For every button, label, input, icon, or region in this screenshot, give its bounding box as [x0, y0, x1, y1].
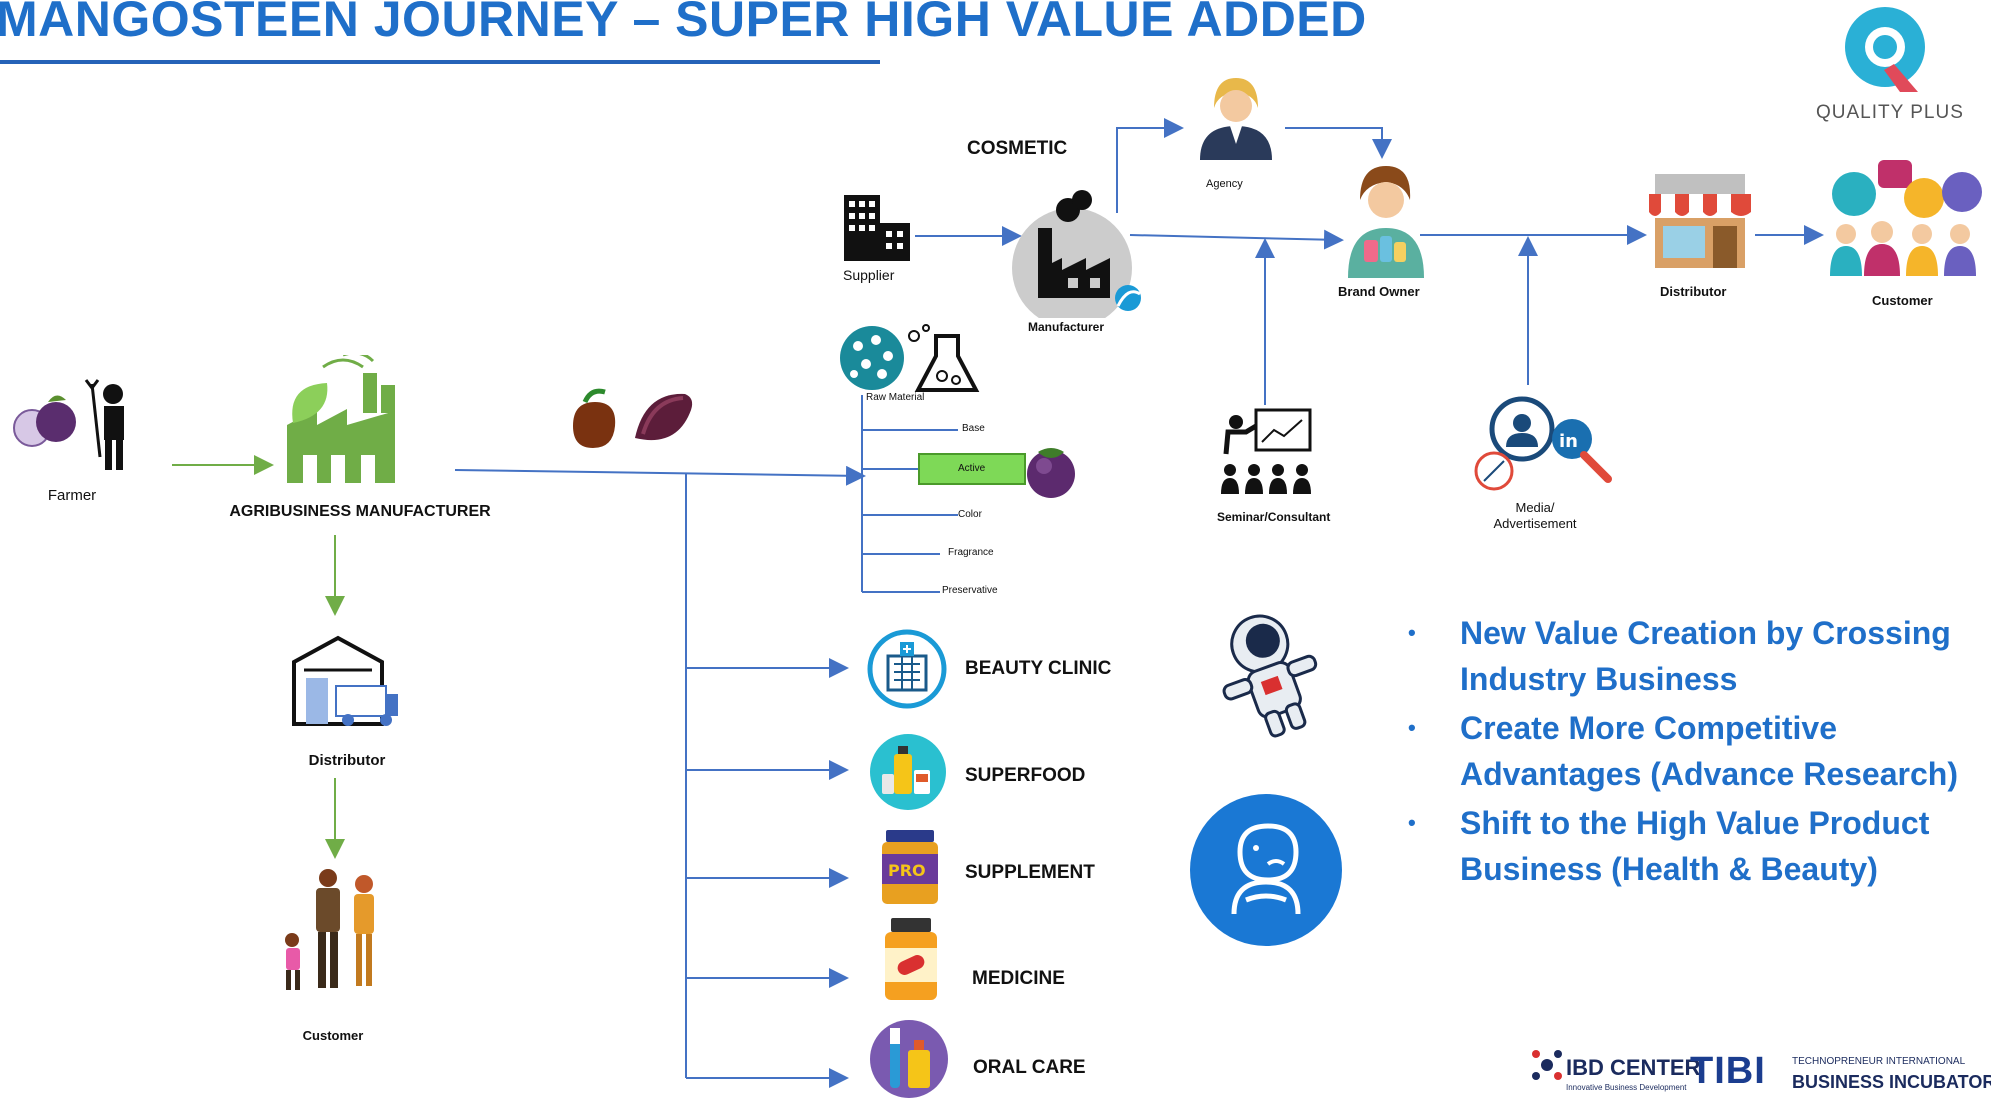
bullet-text: New Value Creation by Crossing Industry … — [1460, 615, 1951, 697]
bullet-item: •New Value Creation by Crossing Industry… — [1408, 615, 1951, 697]
category-oral-care: ORAL CARE — [973, 1057, 1086, 1078]
brand-owner-label: Brand Owner — [1338, 284, 1420, 299]
page-title: MANGOSTEEN JOURNEY – SUPER HIGH VALUE AD… — [0, 0, 1367, 47]
bullet-text: Create More Competitive Advantages (Adva… — [1460, 710, 1958, 792]
agent-person-icon — [1200, 78, 1272, 160]
buildings-icon — [844, 195, 910, 261]
molecule-flask-icon — [840, 324, 980, 392]
left-customer-label: Customer — [302, 1028, 364, 1043]
ibd-center-label: IBD CENTER — [1566, 1055, 1701, 1080]
media-label: Media/ Advertisement — [1493, 500, 1577, 531]
ibd-center-logo-icon — [1532, 1050, 1562, 1080]
bullet-item: •Shift to the High Value Product Busines… — [1408, 805, 1930, 887]
arrow-agri-to-raw — [454, 465, 866, 486]
raw-item-active: Active — [958, 463, 986, 474]
mangosteen-pieces-icon — [573, 388, 693, 448]
agency-label: Agency — [1206, 178, 1243, 190]
tibi-subtitle: TECHNOPRENEUR INTERNATIONAL — [1792, 1056, 1966, 1067]
cosmetic-heading: COSMETIC — [967, 138, 1068, 159]
raw-item-preservative: Preservative — [942, 585, 998, 596]
cosmetic-customer-label: Customer — [1872, 293, 1933, 308]
cosmetic-distributor-label: Distributor — [1660, 284, 1727, 299]
raw-item-active-highlight — [918, 453, 1026, 485]
protein-jar-icon: PRO — [882, 830, 938, 904]
presentation-icon — [1221, 408, 1312, 494]
tibi-title: BUSINESS INCUBATOR — [1792, 1072, 1991, 1092]
superfood-bottles-icon — [870, 734, 946, 810]
manufacturer-label: Manufacturer — [1028, 320, 1105, 334]
clinic-icon — [867, 629, 947, 709]
category-superfood: SUPERFOOD — [965, 765, 1086, 786]
raw-item-fragrance: Fragrance — [948, 547, 994, 558]
factory-icon — [1012, 190, 1141, 318]
storefront-icon — [1649, 174, 1751, 268]
family-icon — [285, 869, 374, 990]
raw-material-label: Raw Material — [866, 392, 925, 403]
quality-plus-label: QUALITY PLUS — [1816, 102, 1964, 123]
toothbrush-icon — [870, 1020, 948, 1098]
green-factory-icon — [287, 355, 395, 483]
ibd-center-sub: Innovative Business Development — [1566, 1083, 1687, 1092]
brand-owner-icon — [1348, 166, 1424, 278]
tibi-logo: TIBI — [1690, 1050, 1766, 1092]
arrow-manufacturer-to-agency — [1116, 118, 1184, 213]
farmer-with-mangosteen-icon — [13, 379, 124, 470]
pill-bottle-icon — [885, 918, 937, 1000]
bullet-text: Shift to the High Value Product Business… — [1460, 805, 1930, 887]
customer-group-icon — [1830, 160, 1982, 276]
category-beauty-clinic: BEAUTY CLINIC — [965, 658, 1112, 679]
svg-text:in: in — [1559, 431, 1578, 452]
category-supplement: SUPPLEMENT — [965, 862, 1095, 883]
title-underline — [0, 60, 880, 64]
warehouse-truck-icon — [292, 635, 398, 726]
raw-item-base: Base — [962, 423, 985, 434]
arrow-manufacturer-to-brand — [1129, 229, 1344, 250]
mangosteen-icon — [1027, 448, 1075, 498]
astronaut-icon — [1222, 614, 1318, 738]
raw-item-color: Color — [958, 509, 982, 520]
quality-plus-logo-icon — [1845, 7, 1925, 92]
arrow-agency-to-brand — [1285, 127, 1392, 159]
svg-text:PRO: PRO — [888, 861, 926, 880]
seminar-label: Seminar/Consultant — [1217, 510, 1331, 524]
supplier-label: Supplier — [843, 267, 895, 283]
value-bullets: •New Value Creation by Crossing Industry… — [1408, 610, 1988, 895]
linkedin-search-icon: in — [1474, 396, 1612, 491]
category-medicine: MEDICINE — [972, 968, 1065, 989]
bullet-item: •Create More Competitive Advantages (Adv… — [1408, 710, 1958, 792]
agribusiness-label: AGRIBUSINESS MANUFACTURER — [229, 503, 491, 520]
farmer-label: Farmer — [47, 487, 97, 504]
left-distributor-label: Distributor — [308, 752, 386, 769]
baby-icon — [1190, 794, 1342, 946]
